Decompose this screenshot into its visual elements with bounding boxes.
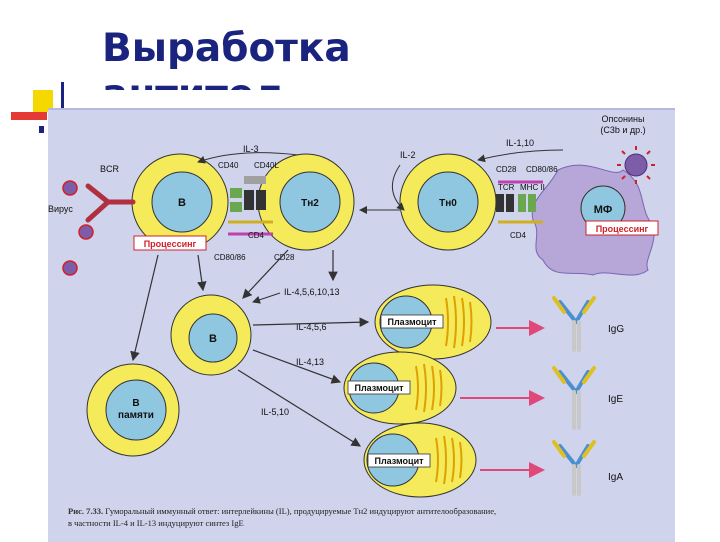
- cd40l-label: CD40L: [254, 161, 279, 170]
- b-to-b2-arrow: [197, 254, 207, 292]
- slide-title-line2: антител: [102, 72, 351, 90]
- il2-arrow: [392, 164, 405, 211]
- figure-caption: Рис. 7.33. Гуморальный иммунный ответ: и…: [68, 505, 668, 529]
- caption-figure-number: Рис. 7.33.: [68, 506, 104, 516]
- il-4-5-6-label: IL-4,5,6: [296, 322, 327, 332]
- bcr-label: BCR: [100, 164, 120, 174]
- ige-label: IgE: [608, 394, 623, 405]
- b2-label: B: [209, 333, 217, 345]
- slide-title-line1: Выработка: [102, 26, 351, 71]
- tcr-label: TCR: [498, 183, 515, 192]
- virus-label: Вирус: [48, 204, 73, 214]
- memory-label-1: B: [132, 398, 139, 409]
- th0-nucleus: [417, 171, 479, 233]
- il2-label: IL-2: [400, 150, 416, 160]
- title-bullet-icon: [11, 82, 64, 133]
- il1-10-arrow: [477, 149, 564, 163]
- immune-response-figure: МФ Процессинг Опсонины (C3b и др.) Тн0 C…: [48, 108, 675, 542]
- th0-label: Тн0: [439, 198, 457, 209]
- b-nucleus-2: [188, 313, 238, 363]
- th2-nucleus: [279, 171, 341, 233]
- il-4-5-6-10-13-label: IL-4,5,6,10,13: [284, 287, 340, 297]
- il3-arrow: [197, 152, 299, 164]
- cd4-left-label: CD4: [248, 231, 265, 240]
- igg-label: IgG: [608, 324, 624, 335]
- memory-label-2: памяти: [118, 410, 154, 421]
- opsonins-label: Опсонины: [602, 114, 645, 124]
- iga-label: IgA: [608, 472, 623, 483]
- th2-to-b2-arrow: [242, 249, 289, 299]
- igg-antibody-icon: [552, 296, 596, 352]
- cd80-86-left-label: CD80/86: [214, 253, 246, 262]
- cd28-left-label: CD28: [274, 253, 295, 262]
- plasmocyte-2: Плазмоцит: [343, 351, 457, 425]
- b-label: B: [178, 197, 186, 209]
- caption-line2: в частности IL-4 и IL-13 индуцируют синт…: [68, 518, 244, 528]
- mf-label: МФ: [594, 204, 613, 216]
- plasmocyte-3: Плазмоцит: [363, 422, 477, 498]
- processing-box-left: [133, 235, 207, 251]
- bcr-receptor-icon: [85, 183, 136, 223]
- processing-label-right: Процессинг: [596, 224, 649, 234]
- opsonized-virus-icon: [617, 146, 655, 184]
- processing-label-left: Процессинг: [144, 239, 197, 249]
- plasmocyte-label-2: Плазмоцит: [354, 383, 404, 393]
- il3-label: IL-3: [243, 144, 259, 154]
- plasmocyte-1: Плазмоцит: [374, 284, 492, 360]
- caption-line1: Гуморальный иммунный ответ: интерлейкины…: [105, 506, 497, 516]
- processing-box-right: [585, 220, 659, 236]
- opsonins-label-2: (C3b и др.): [600, 125, 645, 135]
- cd40-label: CD40: [218, 161, 239, 170]
- th2-label: Тн2: [301, 198, 319, 209]
- memory-b-nucleus: [105, 379, 167, 441]
- cd4-right-label: CD4: [510, 231, 527, 240]
- b-nucleus: [151, 171, 213, 233]
- il-4-13-label: IL-4,13: [296, 357, 324, 367]
- b-to-memory-arrow: [130, 254, 159, 362]
- il1-10-label: IL-1,10: [506, 138, 534, 148]
- slide-title: Выработка антител: [102, 26, 351, 90]
- iga-antibody-icon: [552, 440, 596, 496]
- ige-antibody-icon: [552, 366, 596, 430]
- cd80-86-right-label: CD80/86: [526, 165, 558, 174]
- mhc2-label: MHC II: [520, 183, 545, 192]
- plasmocyte-label-1: Плазмоцит: [387, 317, 437, 327]
- cd28-right-label: CD28: [496, 165, 517, 174]
- plasmocyte-label-3: Плазмоцит: [374, 456, 424, 466]
- il-5-10-label: IL-5,10: [261, 407, 289, 417]
- virus-icon: [62, 180, 94, 276]
